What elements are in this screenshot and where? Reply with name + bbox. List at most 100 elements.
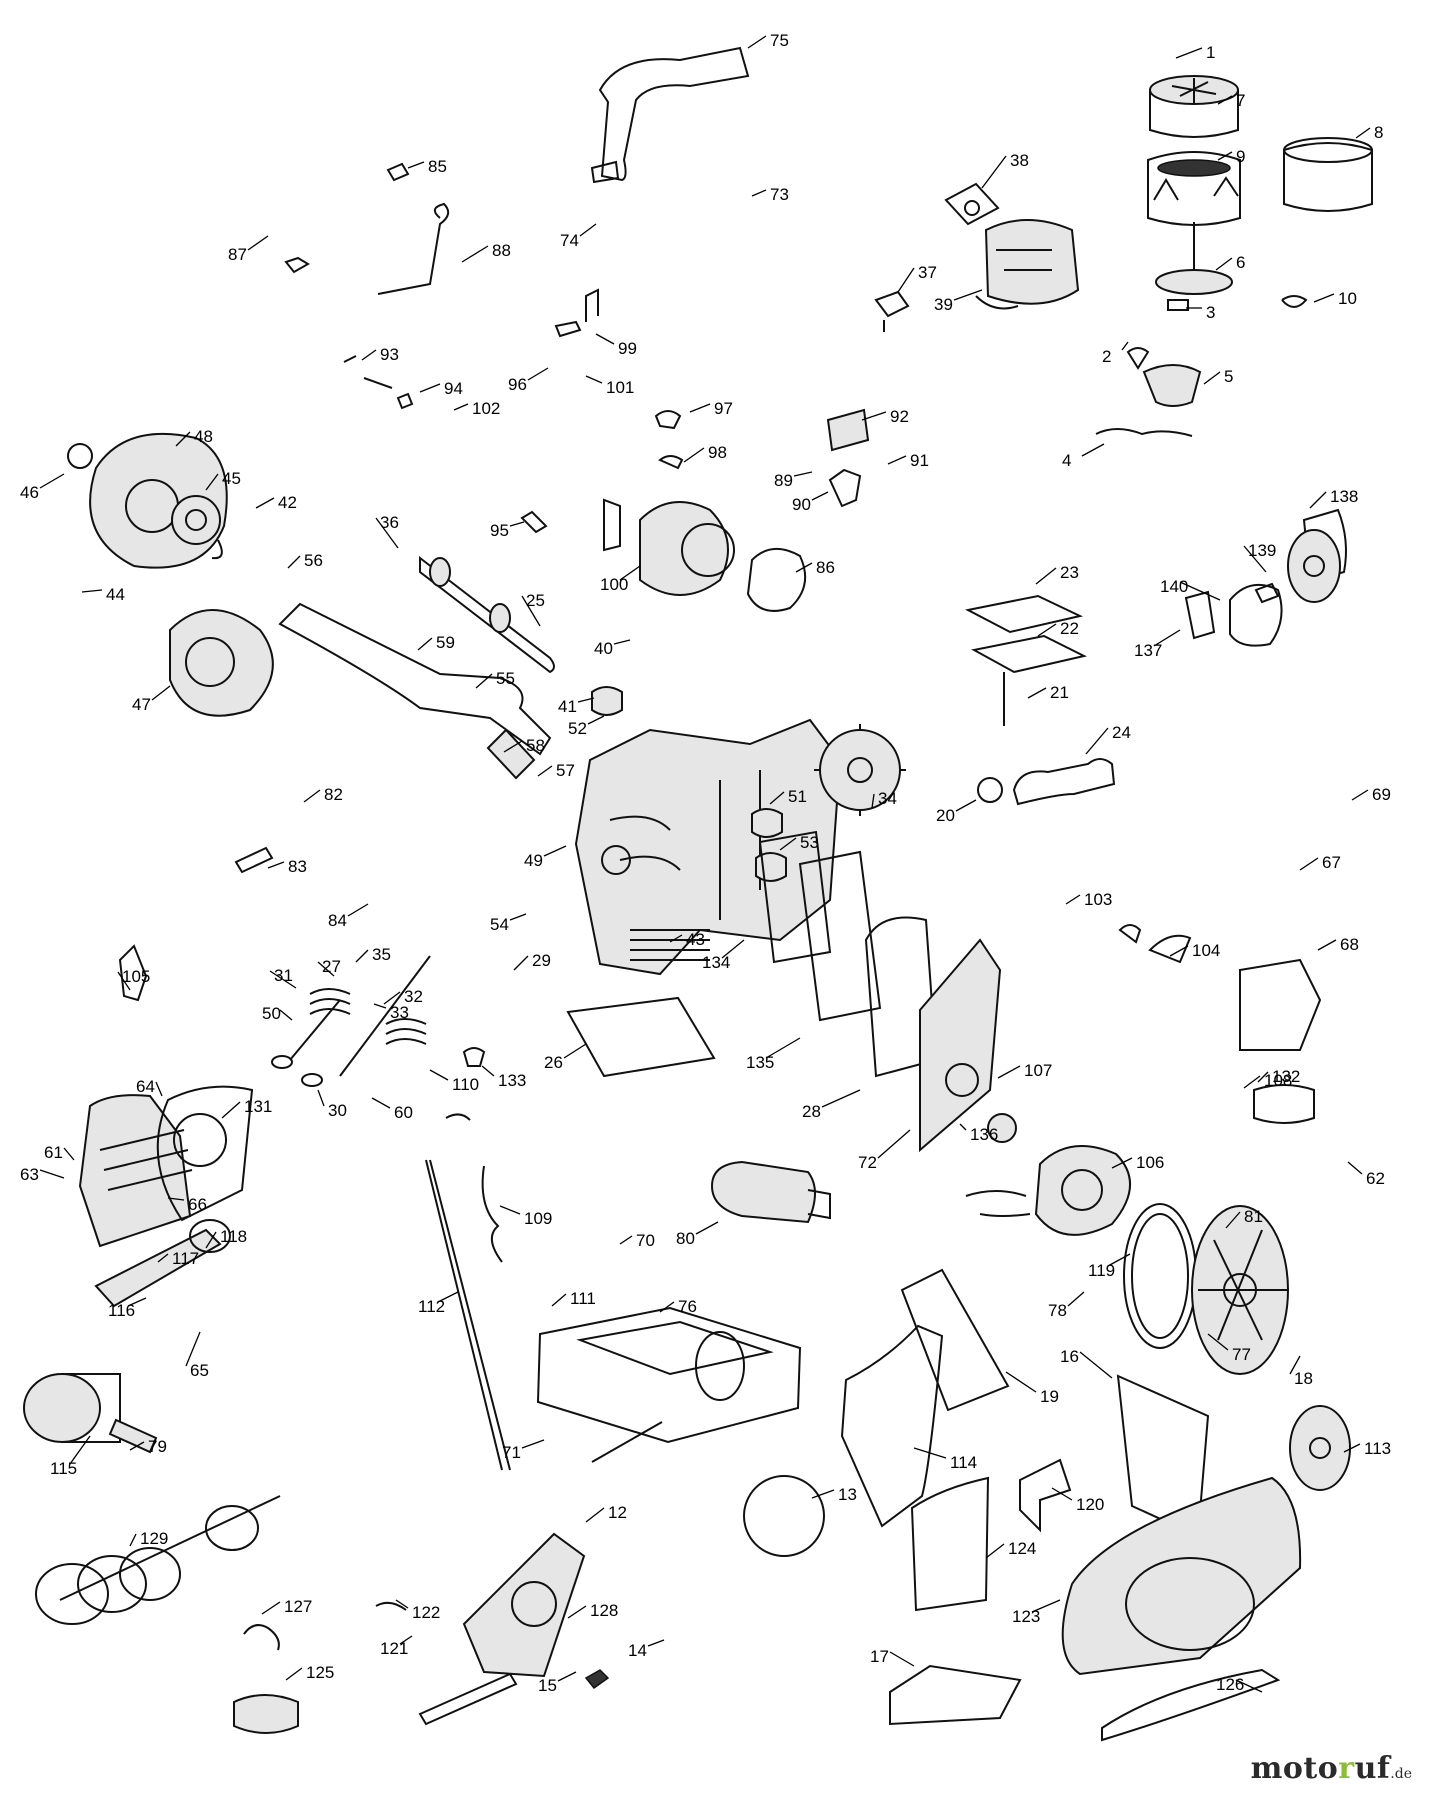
callout-leader-lines <box>39 35 1371 1693</box>
callout-77: 77 <box>1232 1345 1251 1364</box>
leader-line-71 <box>521 1439 545 1449</box>
callout-111: 111 <box>570 1289 596 1308</box>
callout-88: 88 <box>492 241 511 260</box>
leader-line-16 <box>1079 1351 1113 1379</box>
leader-line-35 <box>355 949 369 963</box>
callout-86: 86 <box>816 558 835 577</box>
callout-46: 46 <box>20 483 39 502</box>
leader-line-68 <box>1317 939 1337 951</box>
callout-80: 80 <box>676 1229 695 1248</box>
callout-24: 24 <box>1112 723 1131 742</box>
callout-109: 109 <box>524 1209 552 1228</box>
callout-4: 4 <box>1062 451 1071 470</box>
callout-54: 54 <box>490 915 509 934</box>
callout-15: 15 <box>538 1676 557 1695</box>
callout-32: 32 <box>404 987 423 1006</box>
callout-57: 57 <box>556 761 575 780</box>
callout-16: 16 <box>1060 1347 1079 1366</box>
leader-line-56 <box>287 555 301 569</box>
leader-line-114 <box>913 1447 947 1459</box>
leader-line-135 <box>765 1037 801 1059</box>
leader-line-38 <box>981 155 1007 189</box>
leader-line-51 <box>769 791 785 805</box>
callout-5: 5 <box>1224 367 1233 386</box>
callout-8: 8 <box>1374 123 1383 142</box>
callout-118: 118 <box>220 1227 247 1246</box>
leader-line-84 <box>347 903 369 917</box>
callout-95: 95 <box>490 521 509 540</box>
callout-92: 92 <box>890 407 909 426</box>
leader-line-13 <box>811 1489 835 1499</box>
leader-line-39 <box>953 289 983 301</box>
callout-38: 38 <box>1010 151 1029 170</box>
leader-line-7 <box>1217 95 1233 105</box>
callout-75: 75 <box>770 31 789 50</box>
leader-line-37 <box>897 267 915 293</box>
callout-116: 116 <box>108 1301 135 1320</box>
watermark-brand: motoruf <box>1250 1751 1391 1786</box>
leader-line-132 <box>1257 1071 1269 1083</box>
leader-line-97 <box>689 403 711 413</box>
callout-62: 62 <box>1366 1169 1385 1188</box>
leader-line-72 <box>877 1129 911 1159</box>
callout-122: 122 <box>412 1603 440 1622</box>
callout-101: 101 <box>606 378 634 397</box>
callout-133: 133 <box>498 1071 526 1090</box>
leader-line-106 <box>1111 1157 1133 1169</box>
leader-line-117 <box>157 1253 169 1263</box>
leader-line-48 <box>175 431 191 447</box>
callout-90: 90 <box>792 495 811 514</box>
leader-line-44 <box>81 589 103 593</box>
callout-28: 28 <box>802 1102 821 1121</box>
leader-line-53 <box>779 837 797 851</box>
callout-114: 114 <box>950 1453 977 1472</box>
callout-60: 60 <box>394 1103 413 1122</box>
callout-2: 2 <box>1102 347 1111 366</box>
leader-line-82 <box>303 789 321 803</box>
callout-26: 26 <box>544 1053 563 1072</box>
leader-line-59 <box>417 637 433 651</box>
leader-line-109 <box>499 1205 521 1215</box>
callout-69: 69 <box>1372 785 1391 804</box>
callout-9: 9 <box>1236 147 1245 166</box>
leader-line-19 <box>1005 1371 1037 1393</box>
leader-line-57 <box>537 765 553 777</box>
callout-34: 34 <box>878 789 897 808</box>
callout-79: 79 <box>148 1437 167 1456</box>
callout-48: 48 <box>194 427 213 446</box>
callout-120: 120 <box>1076 1495 1104 1514</box>
callout-105: 105 <box>122 967 150 986</box>
leader-line-118 <box>205 1231 217 1249</box>
callout-70: 70 <box>636 1231 655 1250</box>
callout-39: 39 <box>934 295 953 314</box>
leader-line-78 <box>1067 1291 1085 1307</box>
leader-line-127 <box>261 1601 281 1615</box>
leader-line-90 <box>811 491 829 501</box>
callout-22: 22 <box>1060 619 1079 638</box>
leader-line-12 <box>585 1507 605 1523</box>
callout-31: 31 <box>274 966 293 985</box>
leader-line-5 <box>1203 371 1221 385</box>
callout-64: 64 <box>136 1077 155 1096</box>
leader-line-122 <box>395 1599 409 1609</box>
part-illustrations <box>23 46 1373 1742</box>
callout-123: 123 <box>1012 1607 1040 1626</box>
callout-67: 67 <box>1322 853 1341 872</box>
callout-41: 41 <box>558 697 577 716</box>
leader-line-92 <box>861 411 887 421</box>
leader-line-36 <box>375 517 399 549</box>
leader-line-63 <box>39 1169 65 1179</box>
leader-line-32 <box>383 991 401 1005</box>
leader-line-75 <box>747 35 767 49</box>
leader-line-2 <box>1121 341 1129 351</box>
leader-line-31 <box>269 970 297 989</box>
leader-line-96 <box>527 367 549 381</box>
callout-72: 72 <box>858 1153 877 1172</box>
callout-30: 30 <box>328 1101 347 1120</box>
callout-100: 100 <box>600 575 628 594</box>
callout-98: 98 <box>708 443 727 462</box>
callout-138: 138 <box>1330 487 1358 506</box>
callout-12: 12 <box>608 1503 627 1522</box>
callout-85: 85 <box>428 157 447 176</box>
leader-line-41 <box>577 697 595 703</box>
